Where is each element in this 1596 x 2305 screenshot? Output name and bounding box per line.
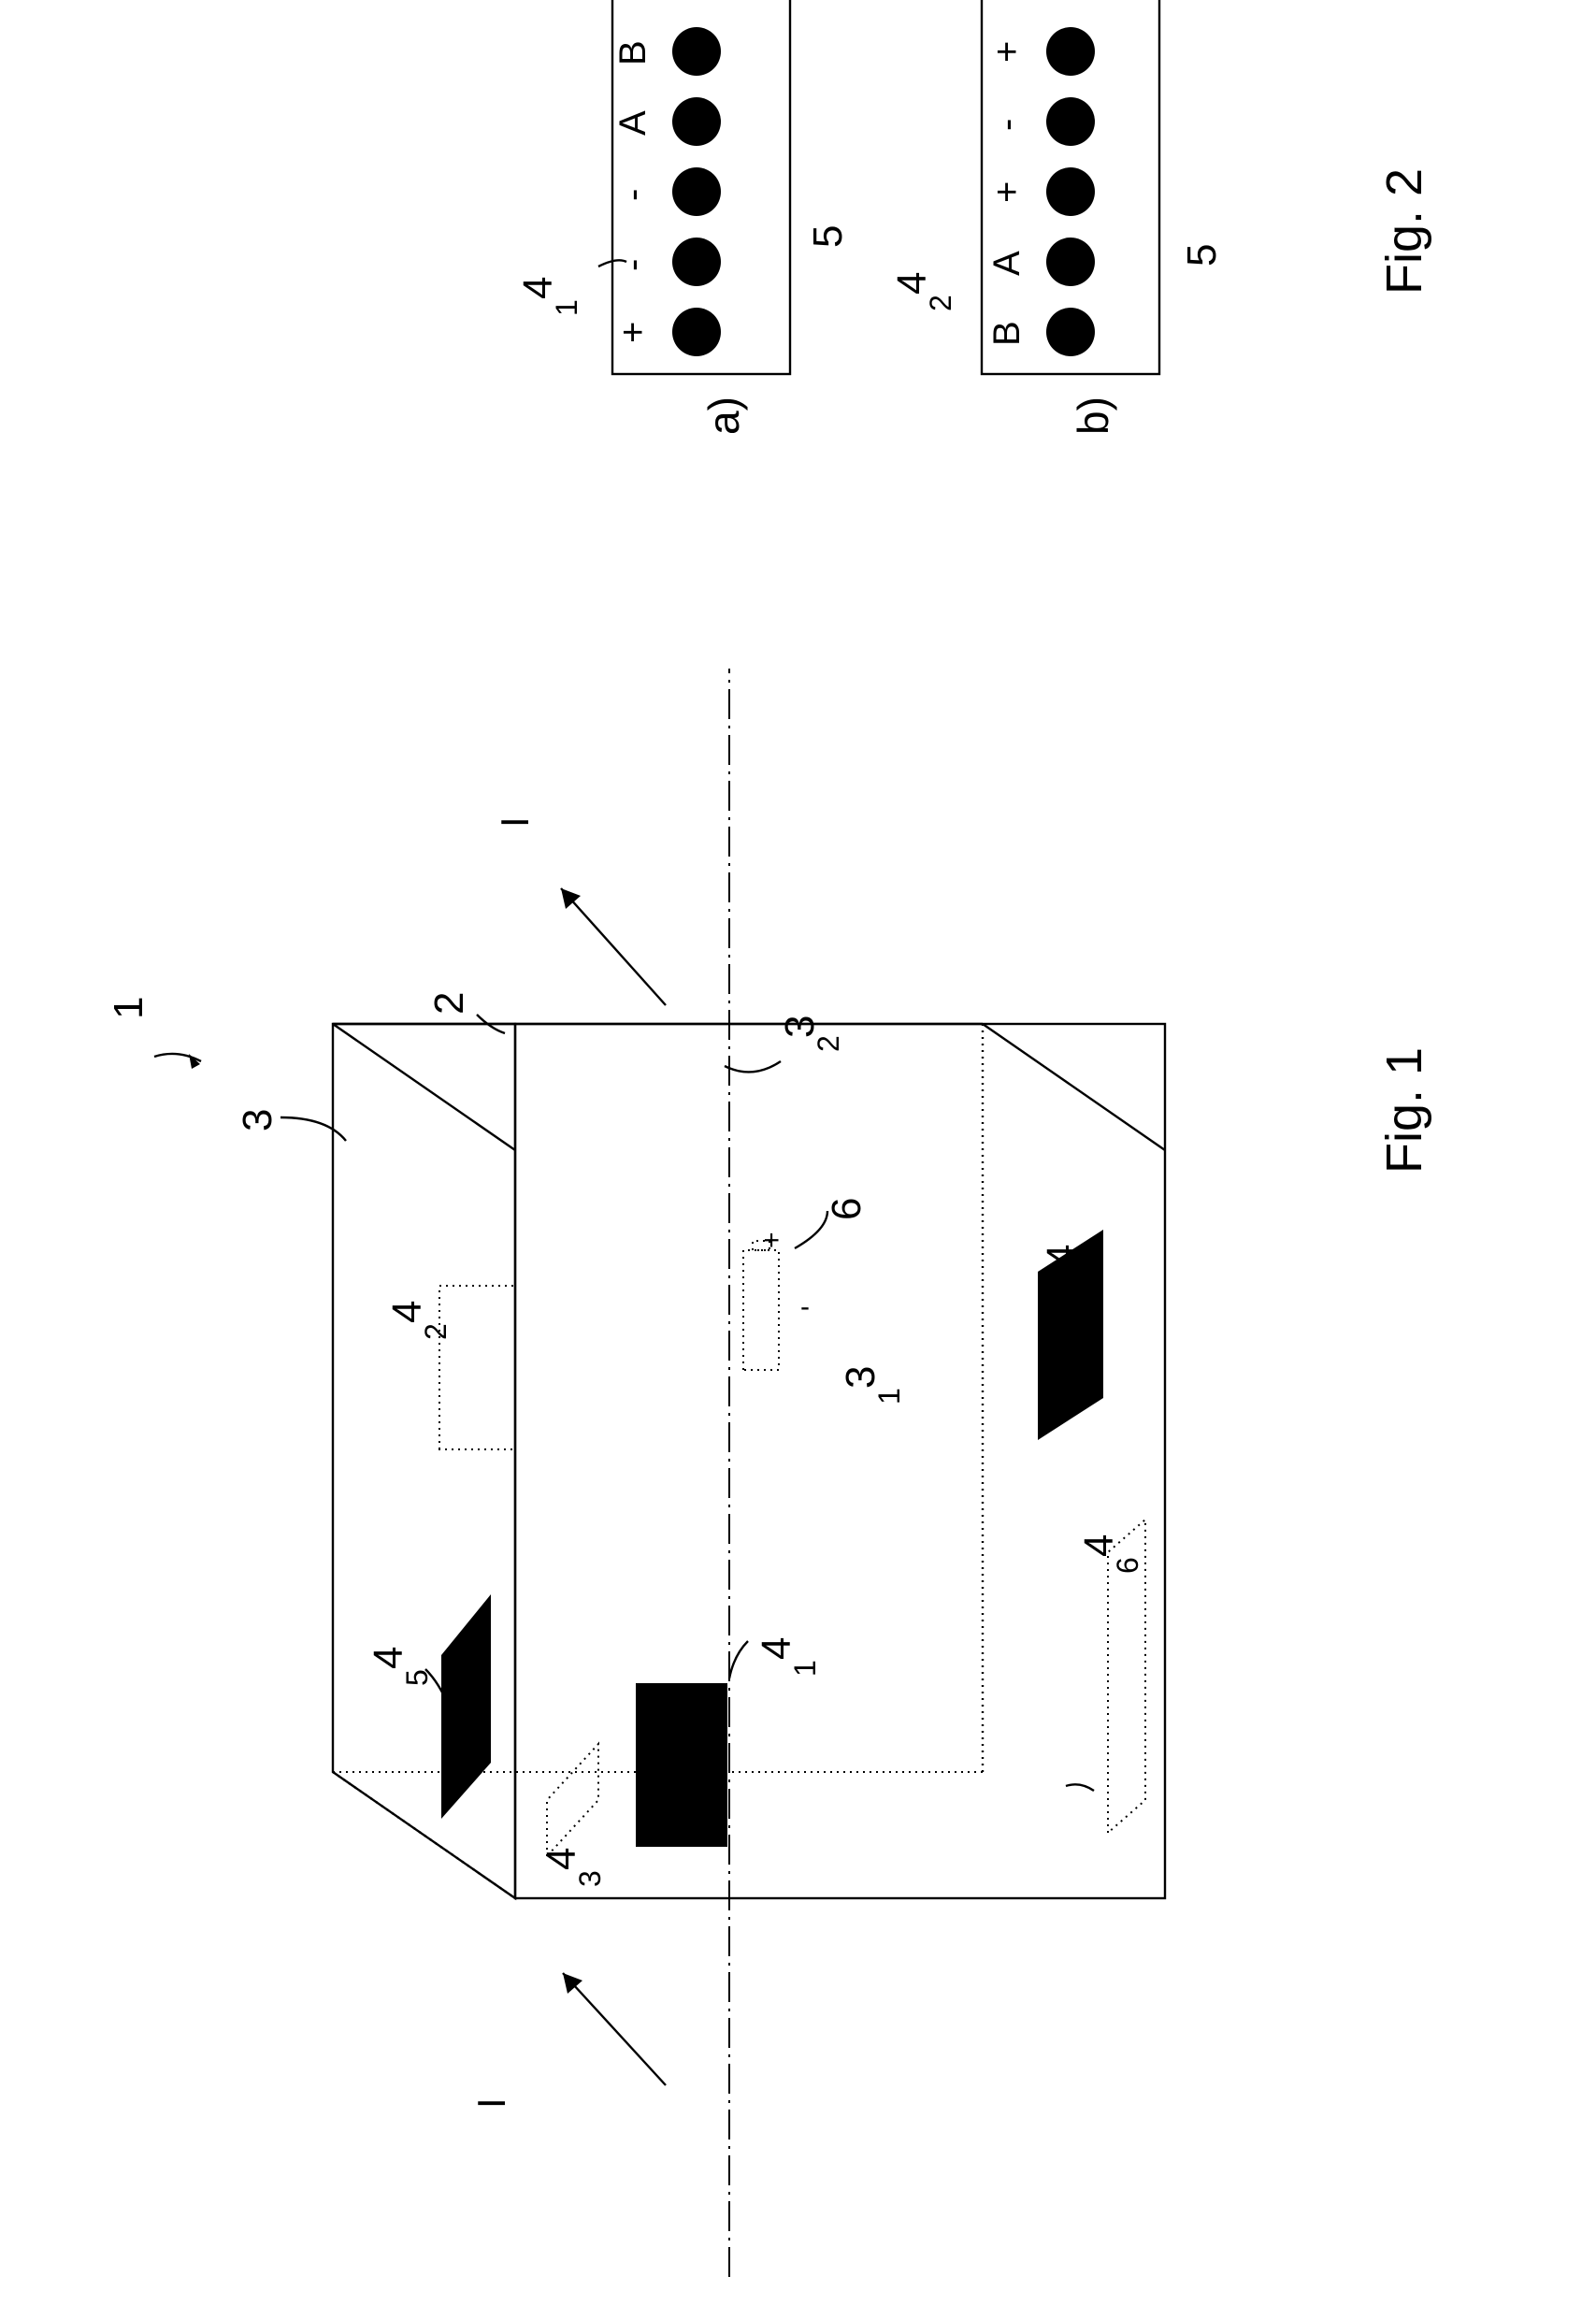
figure-1: - + I I 1 2 — [106, 669, 1432, 2277]
panel-a-ref-contacts: 5 — [805, 225, 851, 248]
panel-b-pin-labels: B A + - + — [986, 41, 1028, 346]
interface-4-2-outline — [439, 1286, 515, 1449]
section-arrow-left: I — [469, 1973, 666, 2109]
leader-1-arrowhead — [189, 1054, 200, 1069]
reference-numerals-fig1: 1 2 3 3 1 3 2 6 4 1 4 2 — [106, 992, 1144, 1887]
leader-4-1 — [729, 1641, 748, 1678]
panel-b-pins — [1046, 27, 1095, 356]
ref-4-2-sub: 2 — [419, 1323, 453, 1340]
section-arrow-right: I — [493, 816, 666, 1005]
fig2-caption: Fig. 2 — [1376, 168, 1432, 295]
panel-a-ref-sub: 1 — [550, 299, 583, 316]
ref-2: 2 — [426, 992, 472, 1015]
ref-4-5-base: 4 — [366, 1647, 411, 1669]
front-face-3-1 — [515, 1024, 1165, 1898]
ref-4-2-base: 4 — [384, 1301, 430, 1323]
panel-b-label: b) — [1069, 396, 1117, 435]
ref-4-4-base: 4 — [1039, 1245, 1085, 1267]
panel-b-ref-base: 4 — [889, 272, 935, 295]
section-label-left: I — [469, 2097, 513, 2109]
arrow-left-shaft — [563, 1973, 666, 2085]
panel-a-pin-1 — [672, 308, 721, 356]
figure-2: a) 4 1 5 + - - A B — [515, 0, 1432, 435]
panel-b-pin-2 — [1046, 238, 1095, 286]
fig2-panel-a: a) 4 1 5 + - - A B — [515, 0, 851, 435]
panel-a-pin-label-5: B — [612, 40, 654, 65]
ref-3: 3 — [235, 1109, 280, 1131]
interface-4-3-outline — [547, 1744, 598, 1856]
ref-6: 6 — [824, 1198, 870, 1220]
panel-b-ref-contacts: 5 — [1179, 244, 1225, 267]
panel-a-pin-5 — [672, 27, 721, 76]
side-face-3 — [333, 1024, 515, 1898]
ref-4-1-sub: 1 — [788, 1660, 822, 1677]
fig1-caption: Fig. 1 — [1376, 1047, 1432, 1174]
panel-b-pin-label-2: A — [986, 251, 1028, 276]
battery-minus-label: - — [800, 1291, 810, 1322]
ref-4-3-base: 4 — [539, 1848, 584, 1870]
panel-b-pin-label-5: + — [986, 41, 1028, 63]
panel-a-ref-base: 4 — [515, 277, 561, 299]
rotated-sheet: - + I I 1 2 — [106, 0, 1432, 2277]
panel-b-pin-1 — [1046, 308, 1095, 356]
leader-3 — [280, 1117, 346, 1141]
panel-b-pin-4 — [1046, 97, 1095, 146]
battery-6: - + — [743, 1232, 810, 1370]
ref-3-1-base: 3 — [838, 1366, 884, 1389]
panel-b-pin-5 — [1046, 27, 1095, 76]
ref-4-3-sub: 3 — [573, 1870, 607, 1887]
panel-a-pin-4 — [672, 97, 721, 146]
ref-4-6-base: 4 — [1076, 1534, 1122, 1557]
ref-1: 1 — [106, 997, 151, 1019]
panel-a-pin-label-1: + — [612, 322, 654, 343]
ref-4-4-sub: 4 — [1073, 1267, 1107, 1284]
panel-a-pin-3 — [672, 167, 721, 216]
panel-a-pins — [672, 27, 721, 356]
arrow-right-shaft — [561, 888, 666, 1005]
panel-a-pin-labels: + - - A B — [612, 40, 654, 343]
battery-plus-label: + — [756, 1232, 787, 1248]
section-label-right: I — [493, 816, 537, 828]
interface-4-1 — [636, 1683, 727, 1847]
leader-3-2 — [725, 1061, 781, 1072]
ref-3-1-sub: 1 — [872, 1388, 906, 1405]
ref-4-1-base: 4 — [754, 1637, 799, 1660]
panel-a-pin-label-3: - — [612, 189, 654, 201]
panel-b-pin-label-4: - — [986, 119, 1028, 131]
ref-4-6-sub: 6 — [1111, 1557, 1144, 1574]
fig2-panel-b: b) 4 2 5 B A + - + — [889, 0, 1225, 435]
battery-body — [743, 1250, 779, 1370]
ref-3-2-sub: 2 — [812, 1035, 845, 1052]
panel-b-ref-sub: 2 — [924, 295, 957, 311]
leader-6 — [795, 1211, 827, 1248]
panel-a-pin-2 — [672, 238, 721, 286]
ref-3-2-base: 3 — [777, 1016, 823, 1038]
panel-b-pin-label-3: + — [986, 181, 1028, 203]
panel-a-label: a) — [699, 396, 748, 435]
panel-a-pin-label-4: A — [612, 110, 654, 136]
panel-a-pin-label-2: - — [612, 259, 654, 271]
top-right-depth-edge — [333, 1024, 515, 1150]
right-bottom-depth-edge — [983, 1024, 1165, 1150]
panel-b-pin-3 — [1046, 167, 1095, 216]
panel-b-pin-label-1: B — [986, 321, 1028, 346]
leader-4-6-tick — [1066, 1784, 1094, 1791]
